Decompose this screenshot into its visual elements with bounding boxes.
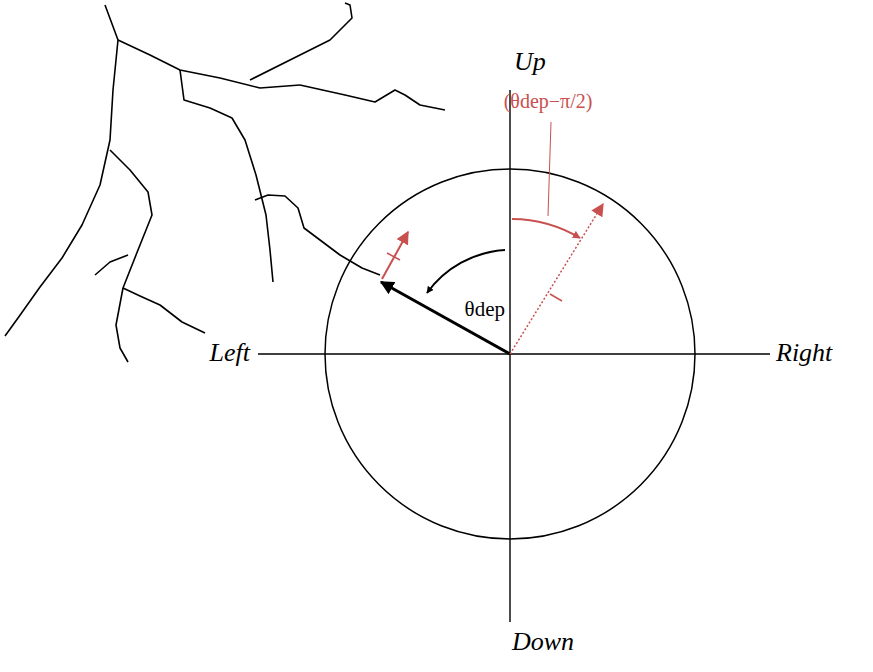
leader-line [548,122,551,216]
river-network [5,3,445,362]
perpendicular-arrow [382,232,408,279]
horizontal-axis [258,353,770,354]
angle-arc [427,250,505,293]
direction-arrow [381,282,510,354]
angle-label: (θdep−π/2) [504,90,593,112]
tick-mark [387,253,400,260]
vertical-axis [509,90,510,622]
rotated-direction [510,204,603,354]
axis-label: Up [514,48,546,77]
axis-label: Down [512,628,574,657]
axis-label: Left [210,339,250,368]
angle-label: θdep [465,298,505,321]
tick-mark [550,294,562,301]
rotation-arc [512,219,580,238]
axis-label: Right [776,339,832,368]
